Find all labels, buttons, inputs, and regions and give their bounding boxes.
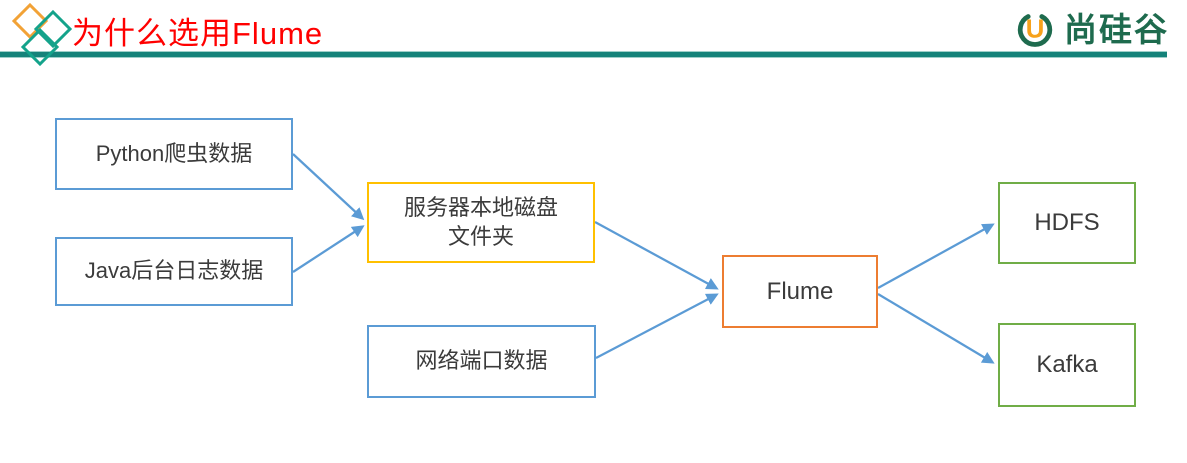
brand-u-icon: U xyxy=(1017,14,1053,47)
diamonds-logo-icon xyxy=(11,2,73,67)
node-network-port-data: 网络端口数据 xyxy=(367,325,596,398)
brand-name: 尚硅谷 xyxy=(1064,11,1169,48)
page-title: 为什么选用Flume xyxy=(72,16,324,51)
node-label: Python爬虫数据 xyxy=(95,140,253,166)
node-label: Kafka xyxy=(1036,351,1098,379)
node-label: 服务器本地磁盘 文件夹 xyxy=(403,194,558,249)
node-kafka: Kafka xyxy=(998,323,1136,407)
node-java-log-data: Java后台日志数据 xyxy=(55,237,293,306)
node-label: HDFS xyxy=(1034,209,1100,237)
brand-logo: U 尚硅谷 xyxy=(1014,8,1169,52)
node-flume: Flume xyxy=(722,255,878,328)
flow-arrow-python-to-disk xyxy=(292,153,365,221)
node-label: 网络端口数据 xyxy=(415,348,548,374)
flow-arrow-flume-to-hdfs xyxy=(877,223,995,289)
node-local-disk-folder: 服务器本地磁盘 文件夹 xyxy=(367,182,595,263)
node-python-data: Python爬虫数据 xyxy=(55,118,293,190)
flow-arrow-disk-to-flume xyxy=(594,221,719,290)
node-label: Java后台日志数据 xyxy=(84,258,264,284)
flow-arrow-flume-to-kafka xyxy=(877,293,995,364)
node-label: Flume xyxy=(766,277,834,305)
header-divider xyxy=(0,51,1167,58)
flow-arrow-network-to-flume xyxy=(595,293,719,359)
brand-u-glyph: U xyxy=(1026,16,1045,44)
flow-arrow-java-to-disk xyxy=(292,225,365,273)
node-hdfs: HDFS xyxy=(998,182,1136,264)
